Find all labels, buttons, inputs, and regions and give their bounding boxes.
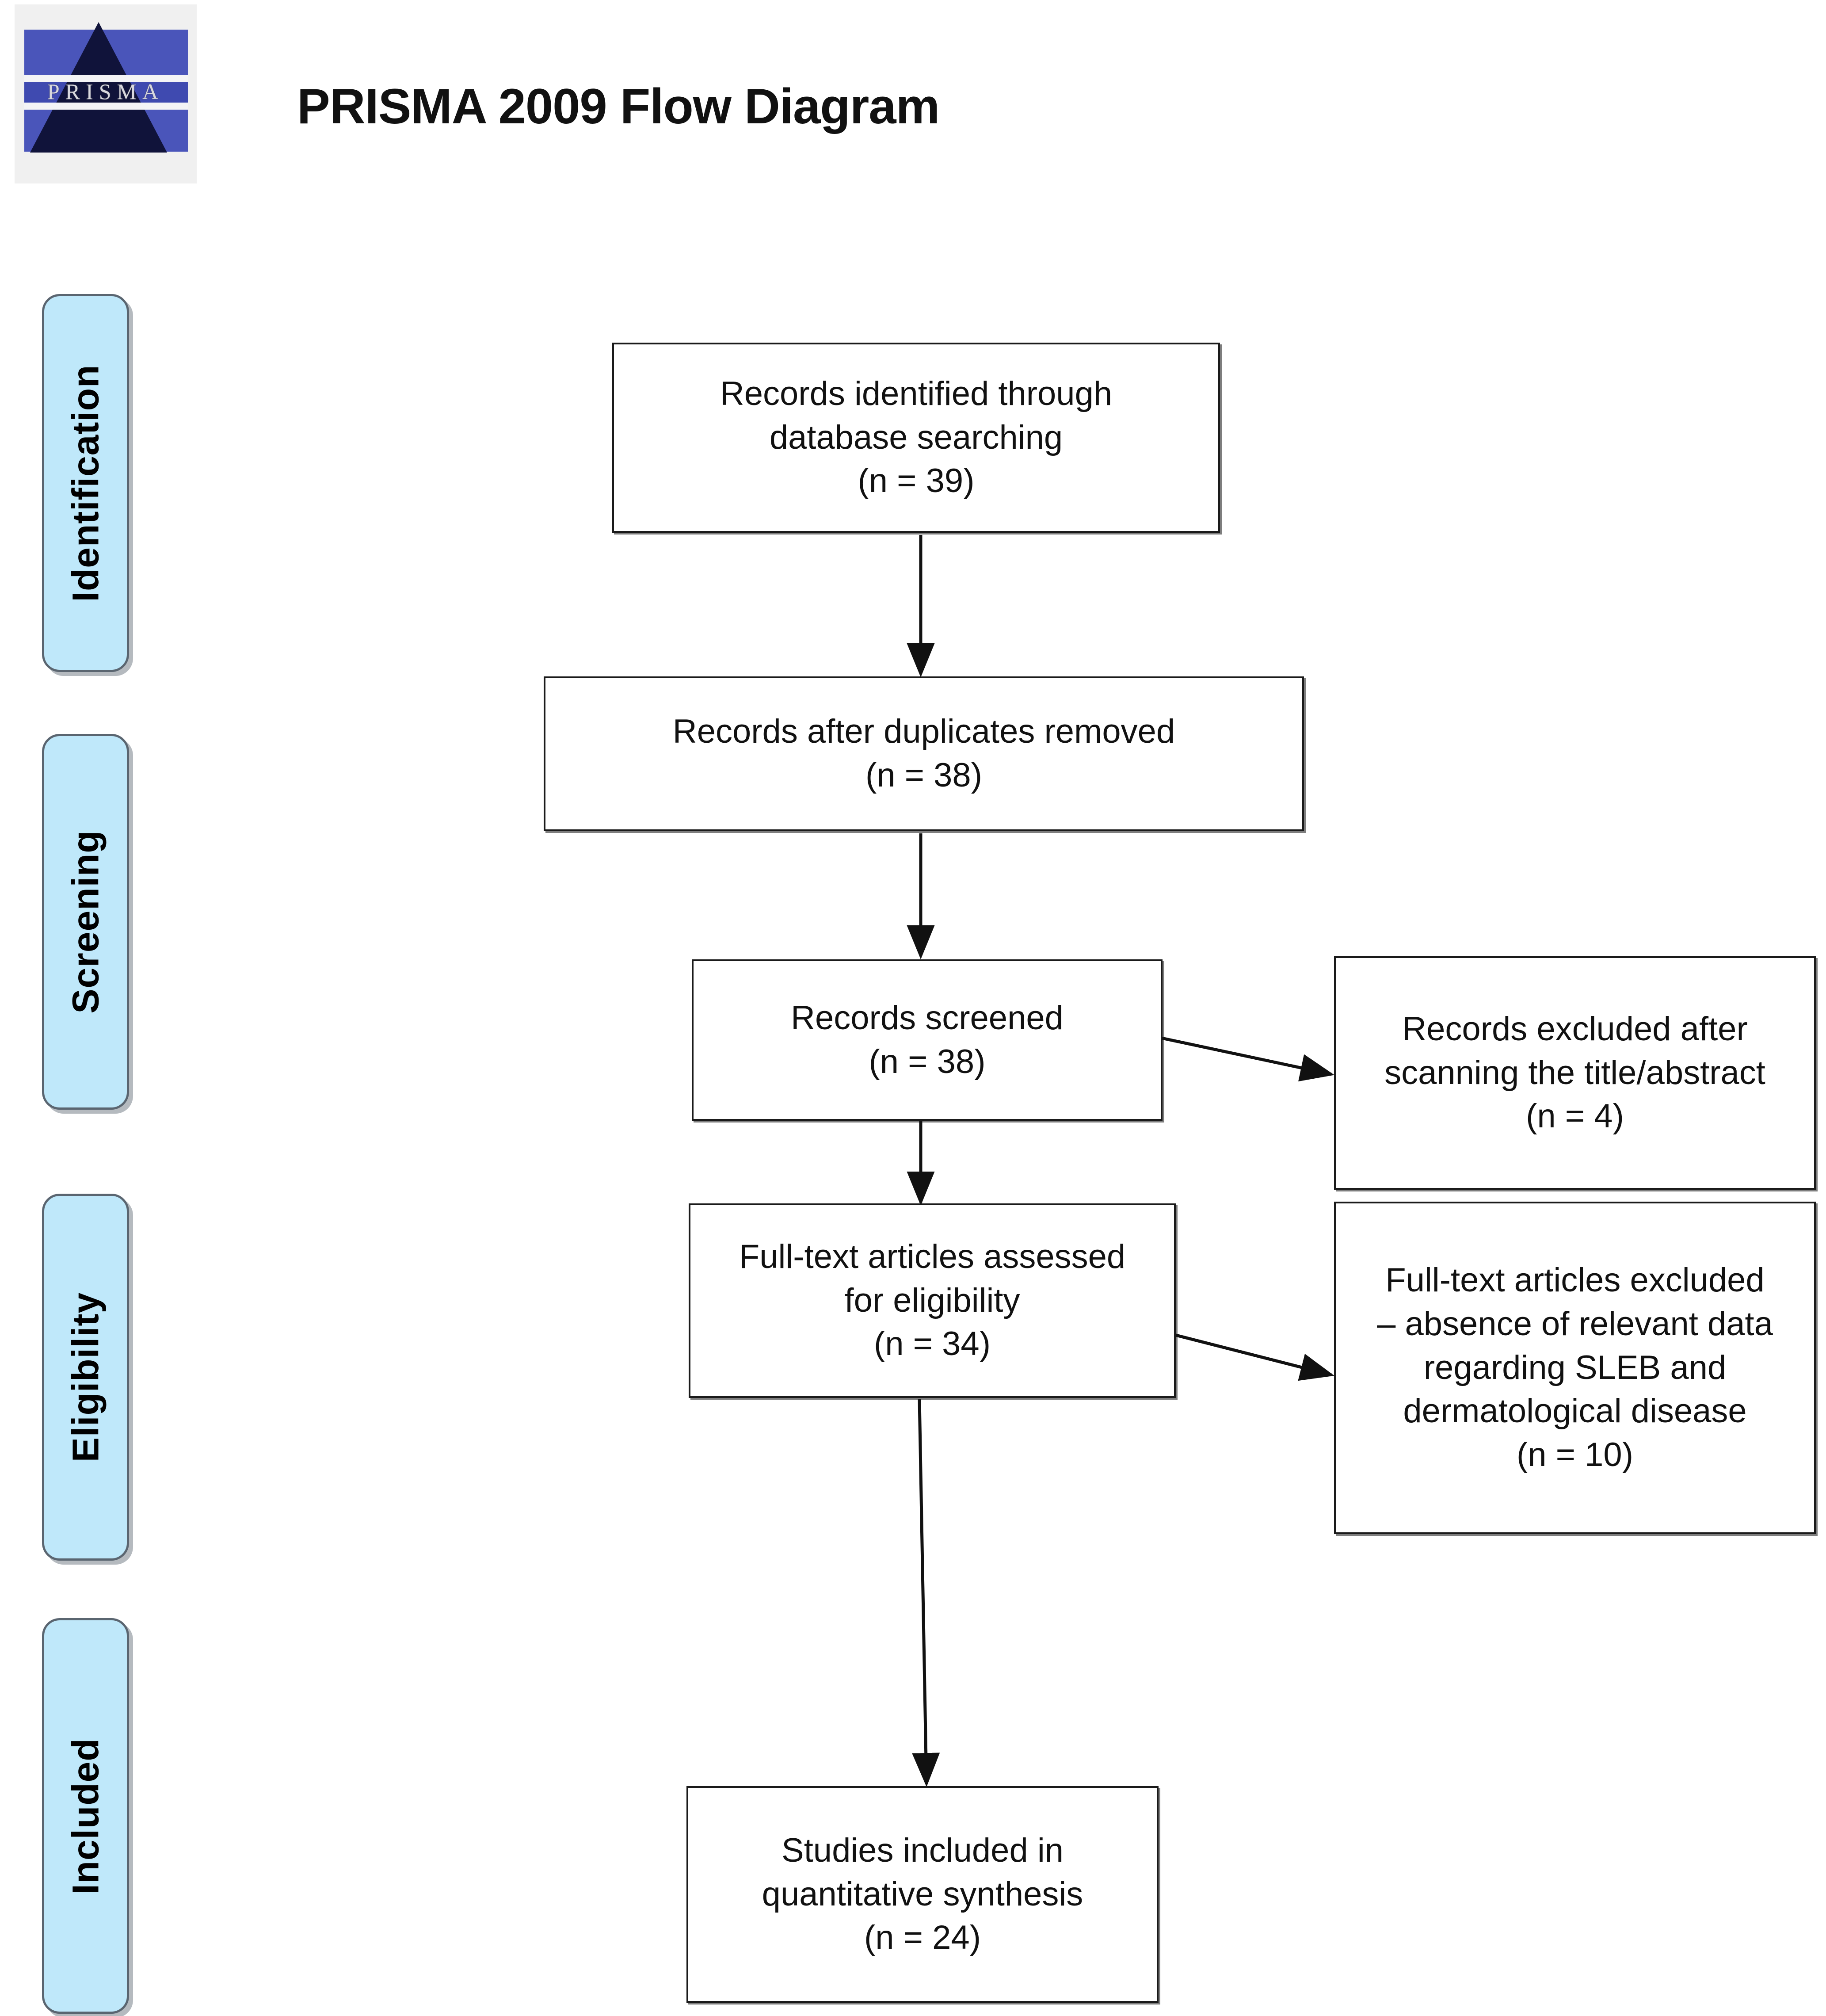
box-line: Records screened <box>791 999 1064 1037</box>
stage-label-identification: Identification <box>65 364 106 602</box>
stage-pill-screening: Screening <box>42 734 129 1110</box>
box-line: Records after duplicates removed <box>672 713 1175 751</box>
stage-label-included: Included <box>65 1737 106 1894</box>
box-line: (n = 38) <box>869 1042 986 1081</box>
box-line: Records identified through <box>720 374 1113 412</box>
arrow-screened-to-excluded-screening <box>1161 1036 1334 1082</box>
arrow-fulltext-to-included <box>912 1399 940 1787</box>
box-line: database searching <box>769 418 1063 456</box>
box-line: (n = 10) <box>1516 1436 1634 1474</box>
prism-triangle-icon <box>30 22 167 153</box>
box-records-identified: Records identified through database sear… <box>612 343 1220 533</box>
box-line: scanning the title/abstract <box>1384 1054 1765 1092</box>
logo-gap-upper <box>24 75 188 82</box>
box-line: Full-text articles assessed <box>739 1237 1126 1275</box>
box-line: for eligibility <box>844 1281 1020 1319</box>
stage-pill-included: Included <box>42 1618 129 2014</box>
box-studies-included: Studies included in quantitative synthes… <box>686 1786 1159 2003</box>
logo-gap-lower <box>24 103 188 110</box>
page-title: PRISMA 2009 Flow Diagram <box>297 79 940 134</box>
box-line: (n = 38) <box>865 756 983 794</box>
box-line: regarding SLEB and <box>1423 1348 1727 1386</box>
logo-wordmark: PRISMA <box>47 79 164 104</box>
stage-label-screening: Screening <box>65 830 106 1014</box>
box-line: (n = 39) <box>858 462 975 500</box>
box-fulltext-excluded: Full-text articles excluded – absence of… <box>1334 1202 1816 1534</box>
box-records-screened: Records screened (n = 38) <box>692 959 1163 1121</box>
box-line: – absence of relevant data <box>1377 1305 1773 1343</box>
box-records-after-duplicates: Records after duplicates removed (n = 38… <box>544 676 1304 831</box>
stage-pill-identification: Identification <box>42 294 129 672</box>
stage-pill-eligibility: Eligibility <box>42 1194 129 1561</box>
prisma-logo: PRISMA <box>15 4 197 183</box>
stage-label-eligibility: Eligibility <box>65 1292 106 1462</box>
box-line: (n = 24) <box>864 1919 981 1957</box>
box-line: Full-text articles excluded <box>1385 1261 1765 1299</box>
box-line: (n = 4) <box>1526 1097 1624 1135</box>
box-fulltext-assessed: Full-text articles assessed for eligibil… <box>689 1203 1176 1398</box>
box-line: dermatological disease <box>1403 1392 1747 1430</box>
box-records-excluded-screening: Records excluded after scanning the titl… <box>1334 956 1816 1190</box>
box-line: quantitative synthesis <box>762 1875 1083 1913</box>
box-line: (n = 34) <box>873 1325 991 1363</box>
box-line: Records excluded after <box>1402 1010 1748 1048</box>
arrow-fulltext-to-excluded-fulltext <box>1175 1333 1334 1381</box>
box-line: Studies included in <box>781 1831 1064 1869</box>
